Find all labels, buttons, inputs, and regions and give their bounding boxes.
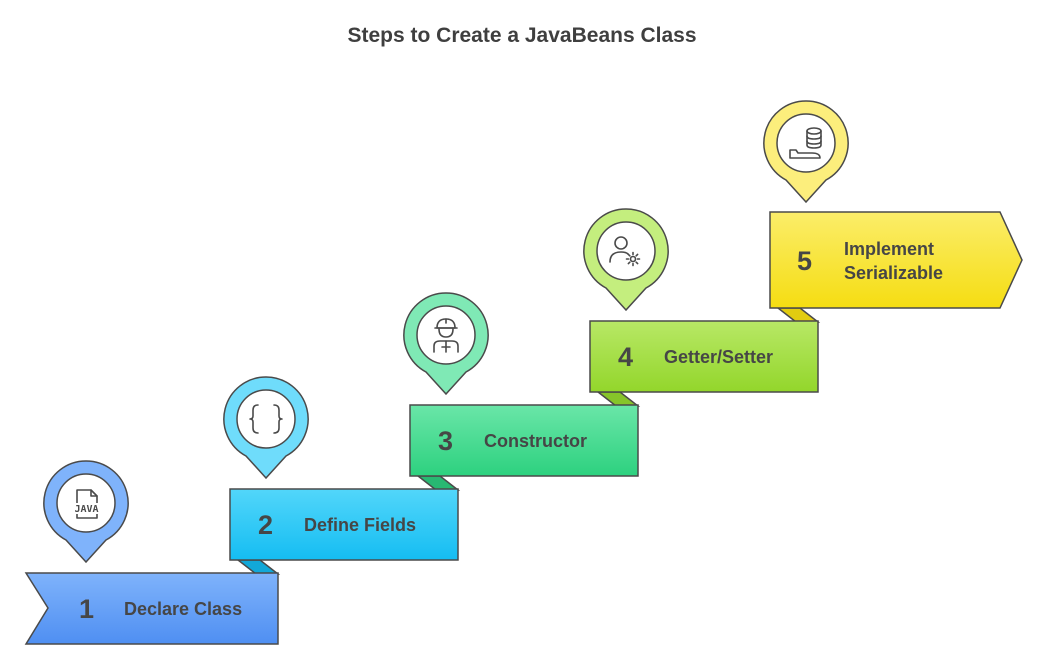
step-5-box [769,211,1023,323]
java-file-icon: JAVA [70,489,103,519]
step-2-pin [223,376,309,480]
step-3-number: 3 [438,426,453,456]
step-5-pin [763,100,849,204]
curly-braces-icon [249,404,283,434]
step-4-number: 4 [618,342,633,372]
step-1-number: 1 [79,594,94,624]
step-2-label: Define Fields [304,515,416,535]
step-3-label: Constructor [484,431,587,451]
database-transfer-icon [789,127,822,159]
step-1-box [24,572,279,645]
step-1-pin: JAVA [43,460,129,564]
step-1-label: Declare Class [124,599,242,619]
step-2-box [229,488,459,575]
user-settings-icon [609,236,641,267]
diagram-title: Steps to Create a JavaBeans Class [347,24,697,47]
construction-worker-icon [433,318,459,353]
step-4-label: Getter/Setter [664,347,773,367]
step-5-label-line-2: Serializable [844,263,943,283]
step-5-label-line-1: Implement [844,239,934,259]
svg-text:JAVA: JAVA [74,504,98,515]
step-2-number: 2 [258,510,273,540]
step-4-pin [583,208,669,312]
step-3-pin [403,292,489,396]
step-5-number: 5 [797,246,812,276]
step-4-box [589,320,819,407]
